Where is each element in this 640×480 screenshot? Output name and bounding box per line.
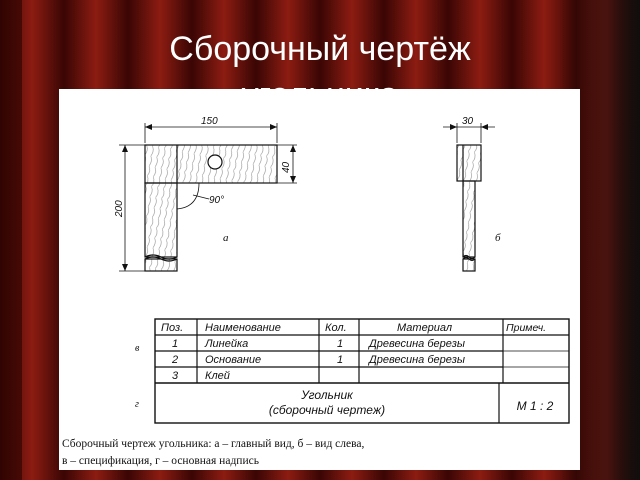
spec-header-pos: Поз. xyxy=(161,322,183,334)
dim-side-30: 30 xyxy=(462,116,474,127)
title-block: Угольник (сборочный чертеж) М 1 : 2 xyxy=(269,388,554,417)
title-block-name: Угольник xyxy=(300,388,354,402)
dim-thickness-40: 40 xyxy=(281,161,292,173)
caption-line-2: в – спецификация, г – основная надпись xyxy=(62,455,259,467)
spec-row3-name: Клей xyxy=(205,370,230,382)
spec-row2-pos: 2 xyxy=(171,354,178,366)
spec-row2-name: Основание xyxy=(205,354,261,366)
spec-header-qty: Кол. xyxy=(325,322,347,334)
spec-label-v: в xyxy=(135,343,140,354)
spec-row2-material: Древесина березы xyxy=(367,354,465,366)
spec-table xyxy=(154,318,570,424)
dim-width-150: 150 xyxy=(201,116,218,127)
dim-angle-90: 90° xyxy=(209,195,224,206)
side-view: 30 б xyxy=(443,116,501,272)
figure-caption: Сборочный чертеж угольника: а – главный … xyxy=(62,436,532,470)
title-block-subtitle: (сборочный чертеж) xyxy=(269,403,385,417)
spec-row3-pos: 3 xyxy=(172,370,179,382)
dim-height-200: 200 xyxy=(114,200,125,218)
title-block-scale: М 1 : 2 xyxy=(517,399,554,413)
main-view: 150 40 200 90° xyxy=(114,116,297,272)
spec-header-material: Материал xyxy=(397,322,452,334)
spec-header-note: Примеч. xyxy=(506,322,546,334)
title-line-1: Сборочный чертёж xyxy=(169,30,471,68)
spec-header-name: Наименование xyxy=(205,322,281,334)
spec-row1-qty: 1 xyxy=(337,338,343,350)
drawing-sheet: 150 40 200 90° xyxy=(59,89,580,470)
view-label-a: а xyxy=(223,232,229,244)
spec-row1-name: Линейка xyxy=(204,338,248,350)
view-label-b: б xyxy=(495,232,501,244)
title-block-label-g: г xyxy=(135,399,139,410)
spec-row1-pos: 1 xyxy=(172,338,178,350)
assembly-drawing: 150 40 200 90° xyxy=(114,116,570,424)
spec-row1-material: Древесина березы xyxy=(367,338,465,350)
spec-table-text: Поз. Наименование Кол. Материал Примеч. … xyxy=(161,322,546,382)
caption-line-1: Сборочный чертеж угольника: а – главный … xyxy=(62,438,365,450)
spec-row2-qty: 1 xyxy=(337,354,343,366)
